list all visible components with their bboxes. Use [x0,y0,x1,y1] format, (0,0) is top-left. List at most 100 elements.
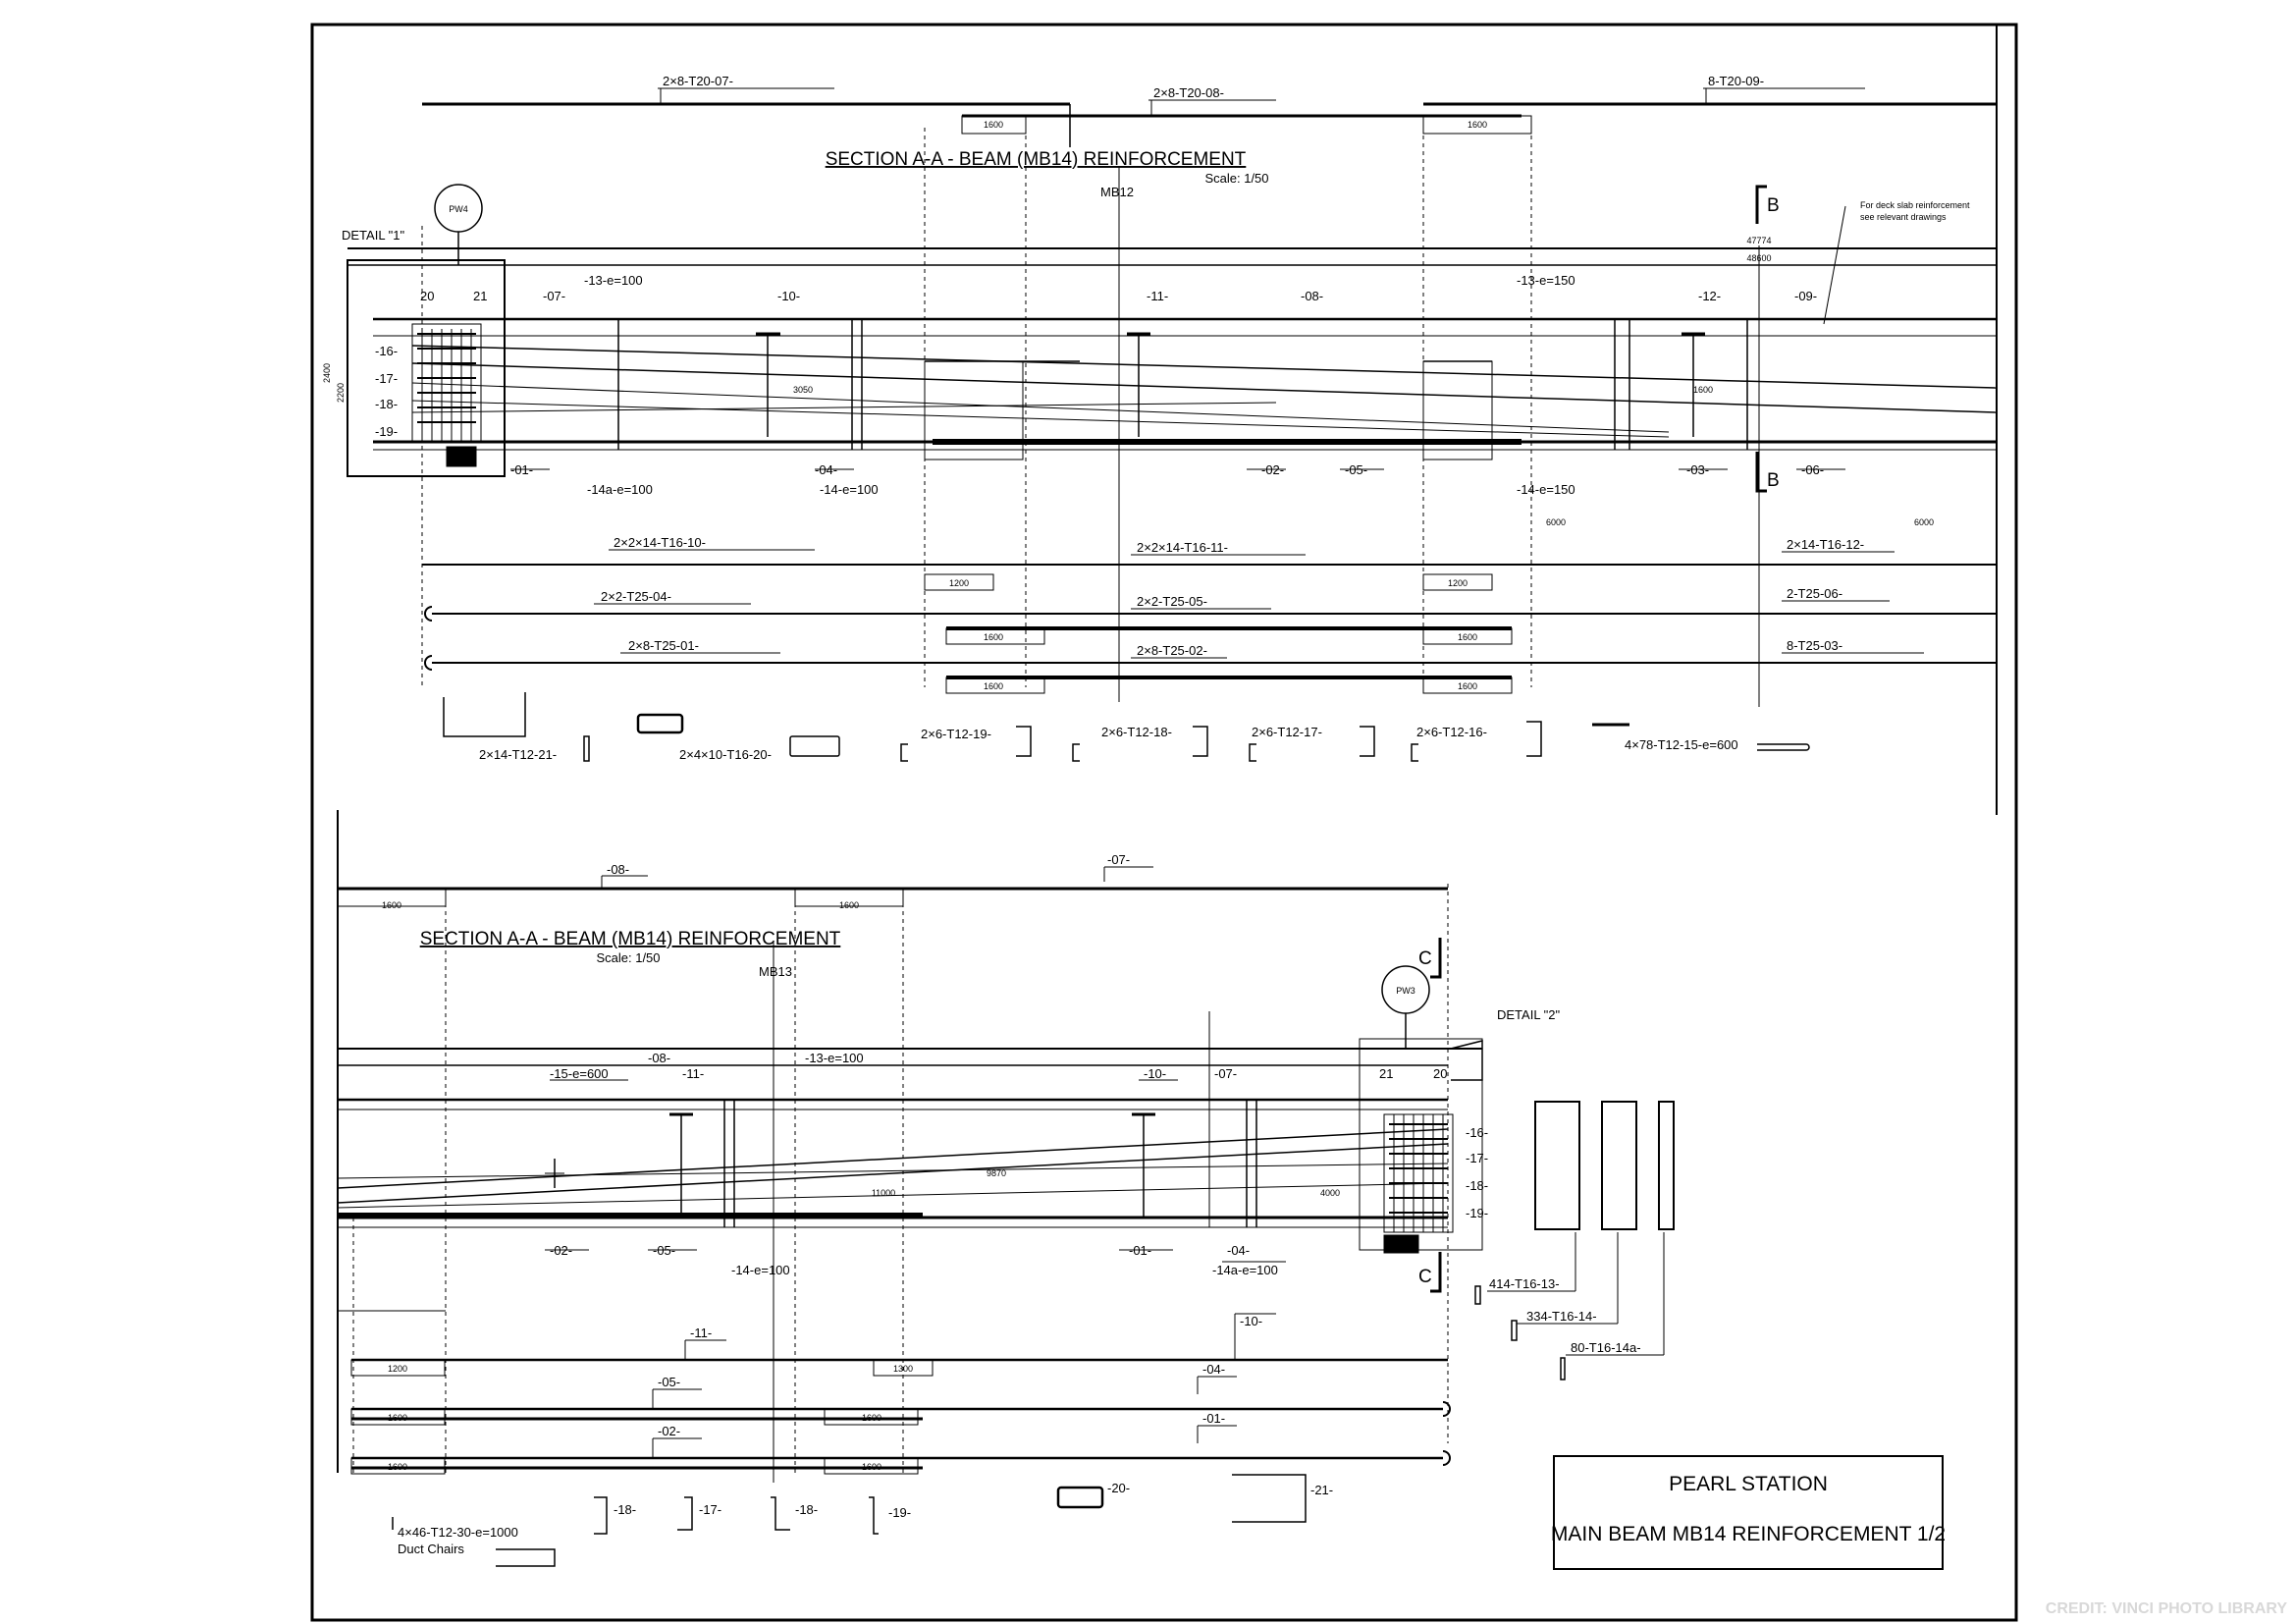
upper-shape-label: 2×4×10-T16-20- [679,747,772,762]
drawing-title: MAIN BEAM MB14 REINFORCEMENT 1/2 [1551,1523,1946,1545]
lower-bar-mark: -14a-e=100 [1212,1263,1278,1277]
lower-shape-label: 4×46-T12-30-e=1000 [398,1525,518,1540]
upper-pier-label: PW4 [449,204,468,214]
lower-schedule-label: -02- [658,1424,680,1438]
lower-bar-schedule-lines [337,1310,1451,1475]
lower-shape-label: -18- [795,1502,818,1517]
upper-bar-schedule-lines [422,564,1997,694]
upper-shape-label: 2×6-T12-19- [921,727,991,741]
upper-shape-label: 4×78-T12-15-e=600 [1625,737,1738,752]
lower-bar-mark: -11- [682,1066,704,1081]
lower-dimension: 1600 [388,1413,407,1423]
upper-leaders [510,87,1924,659]
lower-section-title: SECTION A-A - BEAM (MB14) REINFORCEMENT [420,929,841,949]
upper-bar-mark: -06- [1801,462,1824,477]
upper-bar-mark: -07- [543,289,565,303]
lower-dimension: 1200 [388,1364,407,1374]
lower-detail-label: DETAIL "2" [1497,1007,1561,1022]
section-cut-markers [1430,185,1767,1293]
title-block [1553,1455,1944,1570]
upper-text: SECTION A-A - BEAM (MB14) REINFORCEMENT … [322,74,1970,762]
lower-stirrup-label: 334-T16-14- [1526,1309,1597,1324]
upper-dimension: 48600 [1746,253,1771,263]
upper-top-bar-label: 2×8-T20-08- [1153,85,1224,100]
lower-bar-mark: -16- [1466,1125,1488,1140]
lower-shape-label: -18- [614,1502,636,1517]
lower-schedule-label: -10- [1240,1314,1262,1328]
upper-section-mark-bottom: B [1767,470,1780,491]
upper-dimension: 1600 [1468,120,1487,130]
upper-dimension: 1600 [1693,385,1713,395]
upper-bar-mark: -13-e=100 [584,273,643,288]
upper-bar-mark: -10- [777,289,800,303]
upper-bar-mark: -03- [1686,462,1709,477]
lower-scale: Scale: 1/50 [596,950,660,965]
lower-bar-mark: 20 [1433,1066,1447,1081]
lower-dimension: 1600 [839,900,859,910]
upper-dimension: 1200 [949,578,969,588]
upper-dimension: 3050 [793,385,813,395]
lower-schedule-label: -11- [690,1326,712,1340]
upper-dimension: 1200 [1448,578,1468,588]
upper-dimension: 1600 [984,632,1003,642]
upper-schedule-label: 2×2×14-T16-10- [614,535,706,550]
sheet-frame [310,23,2018,1622]
lower-bar-mark: -15-e=600 [550,1066,609,1081]
lower-stirrup-label: 414-T16-13- [1489,1276,1560,1291]
lower-shape-label: -17- [699,1502,721,1517]
upper-schedule-label: 2-T25-06- [1787,586,1842,601]
lower-leaders [545,866,1665,1458]
lower-top-bar-label: -08- [607,862,629,877]
upper-scale: Scale: 1/50 [1204,171,1268,186]
upper-bar-mark: -18- [375,397,398,411]
lower-bar-mark: -14-e=100 [731,1263,790,1277]
lower-shape-label: -20- [1107,1481,1130,1495]
upper-dimension: 1600 [1458,632,1477,642]
upper-dimension: 47774 [1746,236,1771,245]
upper-dimension: 1600 [984,120,1003,130]
upper-bar-mark: -13-e=150 [1517,273,1575,288]
lower-bar-mark: -04- [1227,1243,1250,1258]
lower-bar-mark: -13-e=100 [805,1051,864,1065]
lower-bar-mark: -17- [1466,1151,1488,1165]
upper-shape-label: 2×6-T12-18- [1101,725,1172,739]
upper-bar-mark: -08- [1301,289,1323,303]
upper-bar-mark: -14-e=150 [1517,482,1575,497]
lower-dimension: 1600 [862,1462,881,1472]
upper-dimension: 6000 [1914,517,1934,527]
upper-schedule-label: 2×2-T25-04- [601,589,671,604]
upper-schedule-label: 2×8-T25-01- [628,638,699,653]
lower-shape-label: Duct Chairs [398,1542,464,1556]
upper-dimension: 6000 [1546,517,1566,527]
upper-dimension: 2400 [322,363,332,383]
upper-dimension: 1600 [984,681,1003,691]
lower-section-mark-top: C [1418,948,1432,969]
lower-bar-shapes [392,1101,1675,1567]
lower-dimension: 11000 [872,1188,895,1198]
lower-schedule-label: -04- [1202,1362,1225,1377]
upper-bar-mark: -12- [1698,289,1721,303]
lower-stirrup-label: 80-T16-14a- [1571,1340,1641,1355]
lower-section-mark-bottom: C [1418,1267,1432,1287]
upper-bar-mark: 21 [473,289,487,303]
upper-bar-mark: 20 [420,289,434,303]
pier-markers [434,184,1430,1049]
lower-bar-mark: -10- [1144,1066,1166,1081]
upper-bar-mark: -02- [1261,462,1284,477]
project-title: PEARL STATION [1669,1473,1828,1495]
upper-shape-label: 2×6-T12-17- [1252,725,1322,739]
upper-schedule-label: 8-T25-03- [1787,638,1842,653]
lower-dimension: 1600 [382,900,401,910]
upper-shape-label: 2×6-T12-16- [1416,725,1487,739]
lower-bar-mark: -02- [550,1243,572,1258]
lower-dimension: 1300 [893,1364,913,1374]
lower-shape-label: -19- [888,1505,911,1520]
upper-section-mark-top: B [1767,195,1780,216]
upper-dimension: 2200 [336,383,346,403]
upper-bar-mark: -01- [510,462,533,477]
upper-bar-mark: -16- [375,344,398,358]
lower-text: SECTION A-A - BEAM (MB14) REINFORCEMENT … [382,852,1641,1556]
lower-elevation [337,887,1483,1254]
upper-schedule-label: 2×14-T16-12- [1787,537,1864,552]
